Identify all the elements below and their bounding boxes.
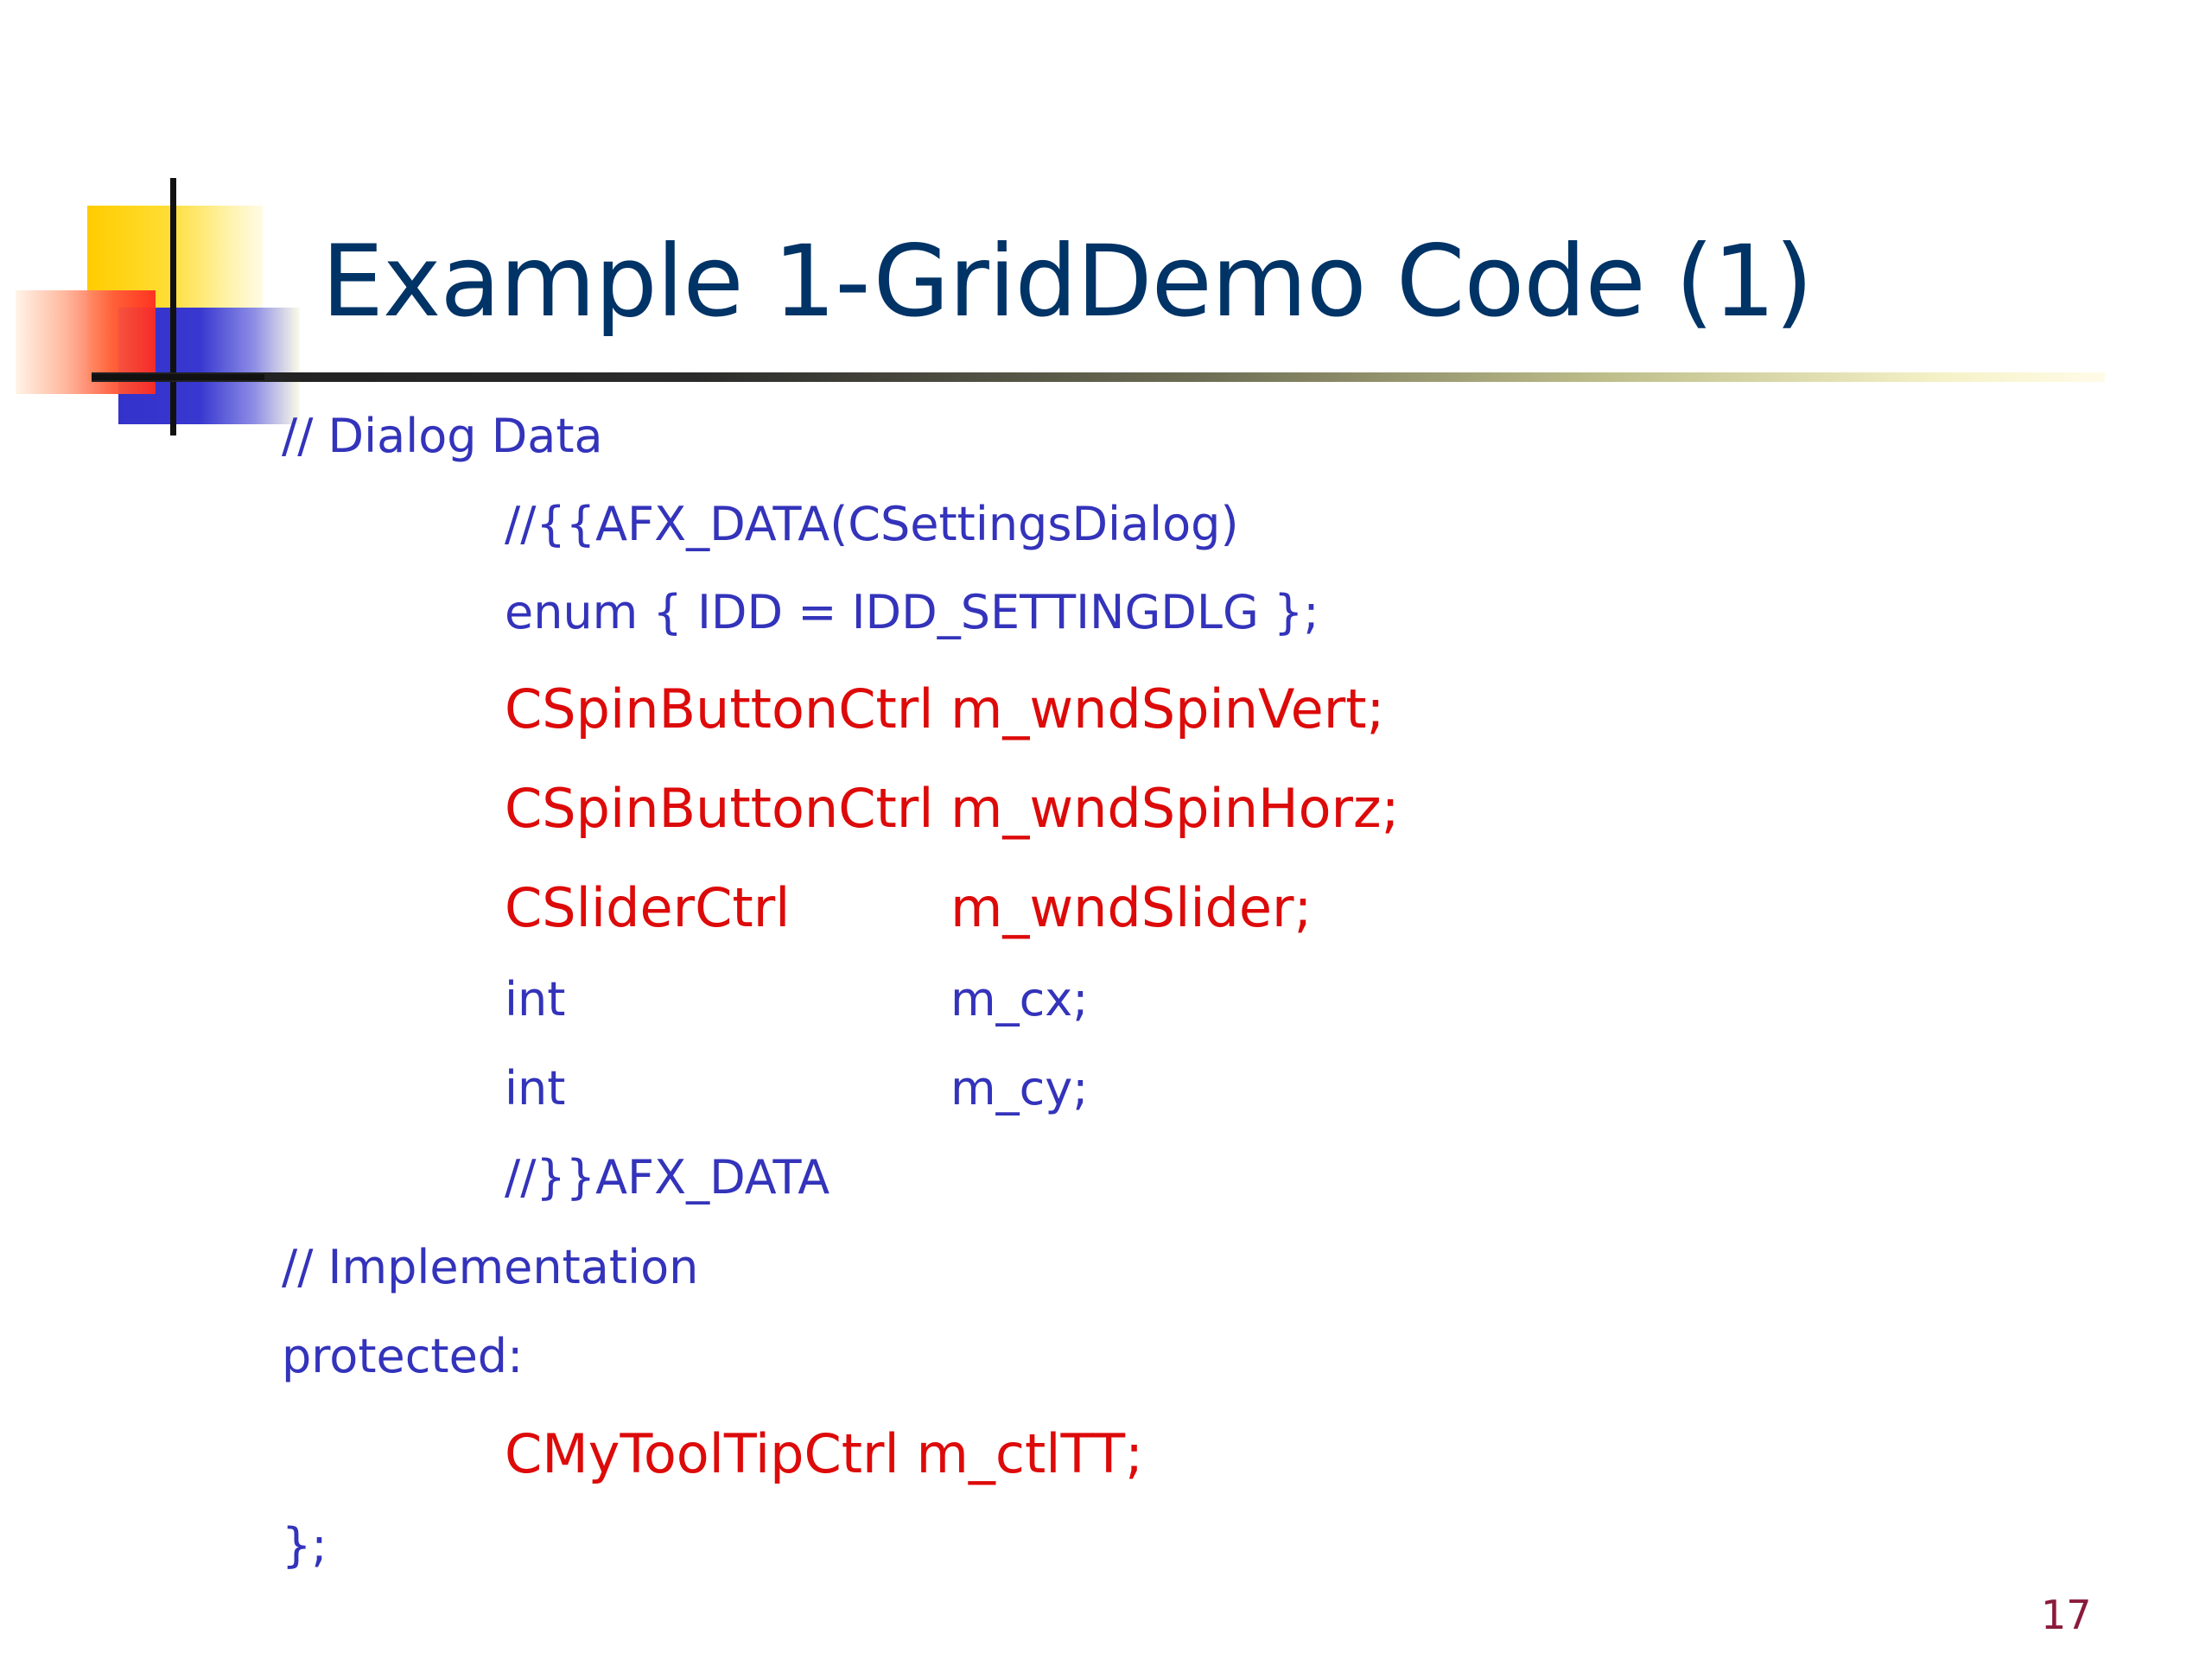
afx-data-begin: //{{AFX_DATA(CSettingsDialog) [505, 497, 1239, 551]
member-line: CSpinButtonCtrl m_wndSpinVert; [505, 683, 1541, 736]
closing-brace: }; [282, 1518, 327, 1573]
slide-logo-icon [0, 0, 346, 449]
afx-data-end: //}}AFX_DATA [505, 1150, 830, 1205]
logo-horizontal-line [92, 374, 264, 380]
enum-line: enum { IDD = IDD_SETTINGDLG }; [505, 585, 1319, 639]
protected-label: protected: [282, 1329, 524, 1383]
member-line: CSliderCtrl m_wndSlider; [505, 881, 1541, 935]
member-line: int m_cy; [505, 1065, 1541, 1112]
comment-dialog-data: // Dialog Data [282, 409, 603, 463]
member-line: CSpinButtonCtrl m_wndSpinHorz; [505, 782, 1541, 836]
member-name: m_cx; [950, 972, 1089, 1027]
member-type: CSpinButtonCtrl [505, 677, 934, 741]
title-underline [92, 372, 2105, 382]
page-number: 17 [2041, 1592, 2092, 1638]
member-name: m_wndSpinHorz; [950, 777, 1400, 840]
member-type: CSliderCtrl [505, 876, 791, 939]
member-type: int [505, 972, 566, 1027]
member-type: int [505, 1061, 566, 1116]
comment-implementation: // Implementation [282, 1240, 699, 1294]
tooltip-member-line: CMyToolTipCtrl m_ctlTT; [505, 1422, 1144, 1485]
member-type: CSpinButtonCtrl [505, 777, 934, 840]
member-line: int m_cx; [505, 976, 1541, 1023]
member-name: m_wndSpinVert; [950, 677, 1385, 741]
logo-vertical-line [170, 178, 176, 435]
slide-title: Example 1-GridDemo Code (1) [321, 224, 1813, 339]
member-name: m_cy; [950, 1061, 1089, 1116]
member-name: m_wndSlider; [950, 876, 1313, 939]
